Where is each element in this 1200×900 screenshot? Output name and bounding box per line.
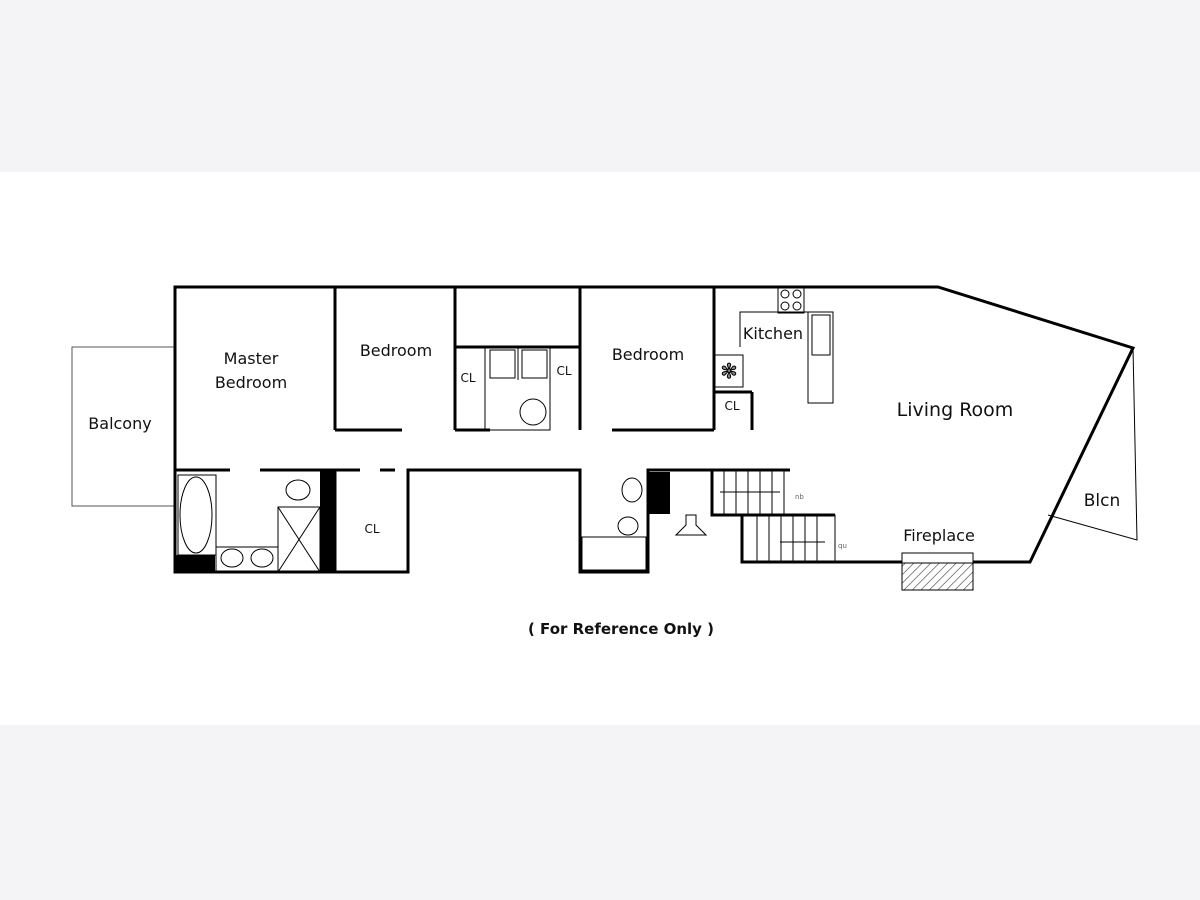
bedroom-1-label: Bedroom <box>360 341 432 360</box>
master-bedroom-label-1: Master <box>224 349 279 368</box>
svg-text:✻: ✻ <box>721 359 738 383</box>
closet-3-label: CL <box>364 522 379 536</box>
fixtures: ✻ <box>177 286 1138 573</box>
exterior-wall <box>173 285 1136 574</box>
bath-wall-block-3 <box>648 472 670 514</box>
fireplace-box <box>901 552 974 564</box>
living-room-label: Living Room <box>897 399 1014 421</box>
kitchen-label: Kitchen <box>743 324 803 343</box>
stairs-up-label: qu <box>838 542 847 550</box>
master-bedroom-label-2: Bedroom <box>215 373 287 392</box>
closet-2-label: CL <box>556 364 571 378</box>
bath-wall-block-2 <box>175 555 215 572</box>
fireplace-label: Fireplace <box>903 526 975 545</box>
plan-background <box>0 172 1200 725</box>
stairs-down-label: nb <box>795 493 804 501</box>
fireplace-hearth <box>901 561 974 591</box>
balcony-label: Balcony <box>88 414 151 433</box>
kitchen-closet-label: CL <box>724 399 739 413</box>
stairs <box>711 470 836 563</box>
bath-wall-block <box>320 470 335 572</box>
closet-1-label: CL <box>460 371 475 385</box>
footnote: ( For Reference Only ) <box>528 620 714 638</box>
small-balcony-label: Blcn <box>1084 491 1121 511</box>
bedroom-2-label: Bedroom <box>612 345 684 364</box>
